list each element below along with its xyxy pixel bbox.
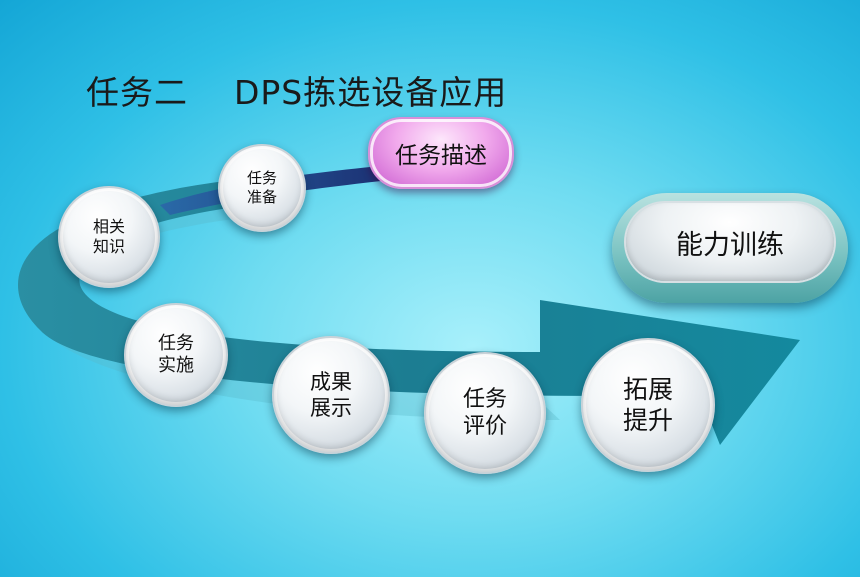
node-extension-label: 拓展 提升 bbox=[622, 374, 673, 435]
page-title: 任务二 DPS拣选设备应用 bbox=[86, 73, 508, 112]
ability-training-label: 能力训练 bbox=[676, 229, 784, 261]
node-task-prep[interactable]: 任务 准备 bbox=[218, 144, 306, 232]
node-task-evaluation-label: 任务 评价 bbox=[462, 386, 507, 440]
node-task-prep-label: 任务 准备 bbox=[246, 169, 277, 206]
node-results-display[interactable]: 成果 展示 bbox=[272, 336, 390, 454]
task-description-button[interactable]: 任务描述 bbox=[368, 117, 514, 189]
node-task-implement[interactable]: 任务 实施 bbox=[124, 303, 228, 407]
node-task-implement-label: 任务 实施 bbox=[158, 332, 194, 377]
task-description-label: 任务描述 bbox=[395, 143, 487, 169]
node-task-evaluation[interactable]: 任务 评价 bbox=[424, 352, 546, 474]
node-related-knowledge-label: 相关 知识 bbox=[92, 217, 125, 256]
node-extension[interactable]: 拓展 提升 bbox=[581, 338, 715, 472]
node-related-knowledge[interactable]: 相关 知识 bbox=[58, 186, 160, 288]
node-results-display-label: 成果 展示 bbox=[310, 369, 352, 420]
ability-training-button[interactable]: 能力训练 bbox=[612, 193, 848, 303]
ability-training-face: 能力训练 bbox=[626, 203, 834, 281]
